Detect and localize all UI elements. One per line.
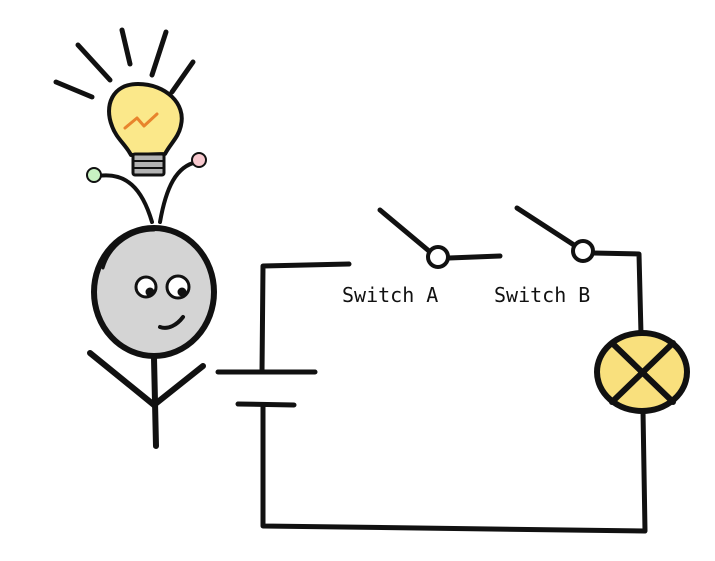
bulb-rays — [53, 27, 196, 100]
lightbulb-icon — [53, 27, 196, 177]
switch-b — [514, 205, 595, 263]
eyes — [134, 274, 191, 300]
bulb-glass — [107, 82, 184, 157]
bulb-base — [131, 152, 166, 177]
arm-left — [87, 350, 157, 408]
switch-a — [377, 207, 450, 269]
arm-right — [151, 363, 206, 408]
wire-switch-link — [446, 253, 503, 261]
wire-top-right — [590, 250, 644, 337]
antenna-left — [96, 173, 154, 224]
battery-symbol — [215, 369, 318, 408]
circuit-wires — [259, 250, 648, 534]
antenna-right-tip — [191, 152, 207, 168]
stick-figure — [86, 152, 217, 449]
bulb-filament — [123, 112, 159, 130]
switch-b-label: Switch B — [494, 283, 590, 307]
smile — [158, 315, 185, 330]
battery-short-plate — [235, 401, 297, 408]
antenna-left-tip — [86, 167, 102, 183]
wire-bottom — [260, 402, 648, 534]
switch-a-label: Switch A — [342, 283, 438, 307]
lamp-symbol-icon — [594, 330, 690, 414]
antenna-right — [158, 160, 199, 224]
wire-top-left — [259, 261, 352, 375]
